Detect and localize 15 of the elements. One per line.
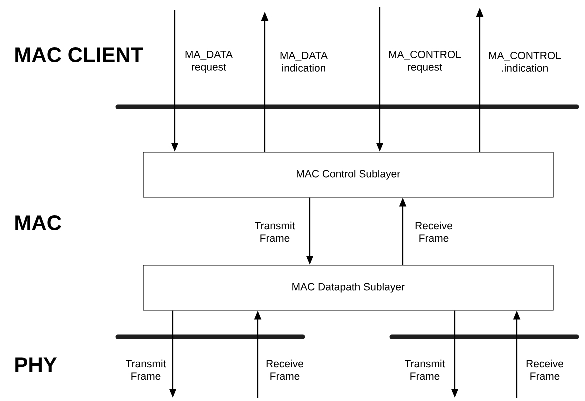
edge-label: Receive Frame (526, 360, 564, 380)
sublayer-box: MAC Control Sublayer (143, 152, 554, 198)
edge-label: MA_CONTROL request (389, 51, 462, 73)
layer-label: PHY (16, 358, 58, 372)
layer-label: MAC CLIENT (16, 48, 144, 62)
edge-label: MA_DATA indication (280, 52, 328, 72)
edge-label: Transmit Frame (405, 360, 446, 380)
sublayer-box: MAC Datapath Sublayer (143, 265, 554, 311)
edge-label: Transmit Frame (255, 222, 296, 242)
edge-label: MA_DATA request (186, 51, 233, 73)
edge-label: Receive Frame (416, 222, 452, 242)
edge-label: Transmit Frame (126, 360, 166, 380)
layer-label: MAC (16, 216, 62, 230)
edge-label: Receive Frame (266, 360, 304, 380)
edge-label: MA_CONTROL .indication (489, 52, 562, 72)
